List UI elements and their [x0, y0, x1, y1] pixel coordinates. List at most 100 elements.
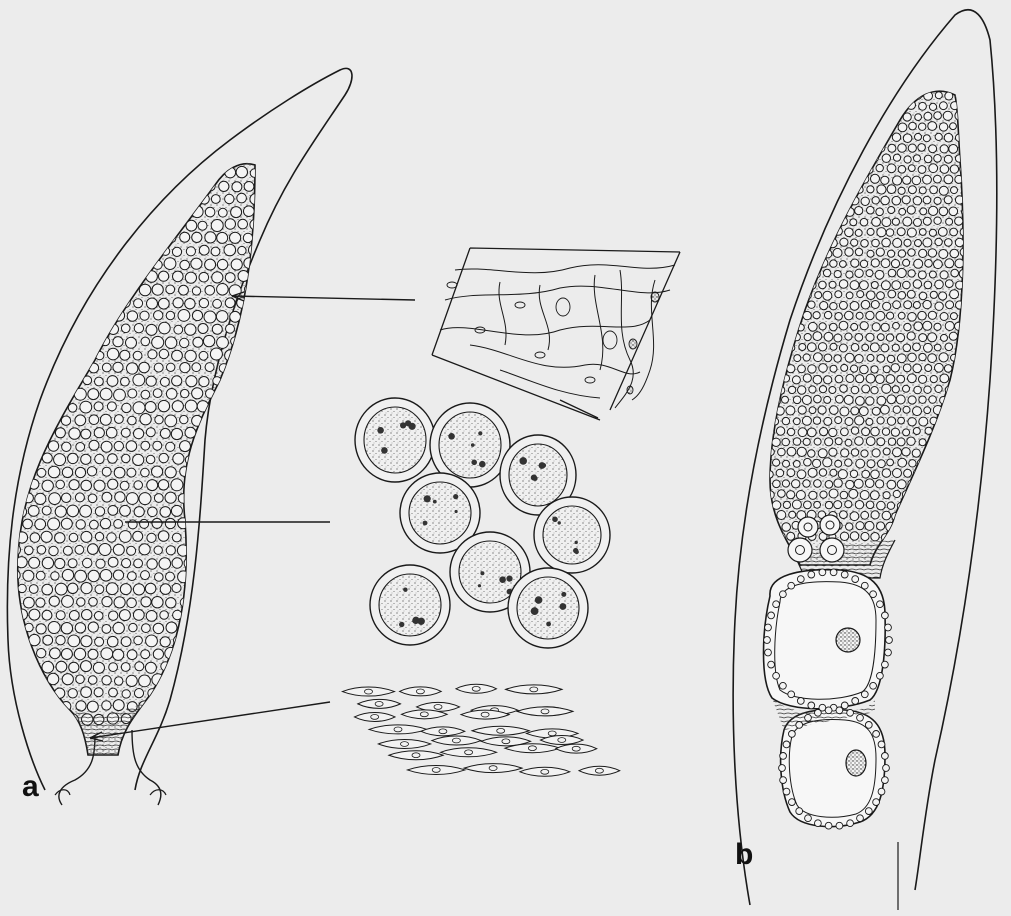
cell — [192, 232, 202, 242]
cell — [107, 636, 118, 647]
cell — [30, 454, 40, 464]
cell — [68, 404, 77, 413]
cell — [95, 532, 103, 540]
cell — [934, 112, 942, 120]
cell — [908, 270, 915, 277]
cell — [799, 112, 807, 120]
cell — [950, 522, 957, 529]
cell — [792, 376, 800, 384]
cell — [919, 417, 928, 426]
cell — [68, 689, 77, 698]
cell — [225, 350, 236, 361]
cell — [924, 491, 933, 500]
cell — [185, 324, 196, 335]
cell — [860, 281, 869, 290]
cell — [225, 583, 236, 594]
cell — [783, 208, 790, 215]
cell — [207, 598, 216, 607]
cell — [69, 194, 79, 204]
cell — [49, 259, 59, 269]
cell — [923, 175, 932, 184]
cell — [250, 427, 262, 439]
cell — [238, 481, 248, 491]
stalk-cell — [432, 736, 481, 745]
cell — [935, 302, 943, 310]
cell — [186, 636, 195, 645]
cell — [945, 513, 952, 520]
cell — [237, 193, 247, 203]
cell — [766, 322, 774, 330]
cell — [935, 238, 942, 245]
cell — [9, 363, 20, 374]
cell — [908, 418, 916, 426]
cell — [29, 609, 40, 620]
spore-cell — [355, 398, 435, 482]
wall-cell — [789, 799, 796, 806]
cell — [122, 403, 131, 412]
cell — [866, 437, 875, 446]
cell — [158, 400, 169, 411]
cell — [924, 407, 931, 414]
cell — [134, 636, 143, 645]
cell — [813, 375, 822, 384]
cell — [898, 123, 907, 132]
cell — [792, 480, 800, 488]
cell — [146, 635, 158, 647]
cell — [808, 238, 816, 246]
cell — [776, 427, 784, 435]
cell — [243, 544, 254, 555]
cell — [251, 298, 260, 307]
cell — [772, 208, 779, 215]
stalk-cell — [517, 707, 573, 716]
cell — [101, 310, 111, 320]
cell — [781, 312, 790, 321]
cell — [152, 518, 162, 528]
wall-cell — [865, 722, 872, 729]
wall-cell — [883, 765, 890, 772]
cell — [778, 322, 786, 330]
cell — [121, 637, 131, 647]
cell — [250, 194, 261, 205]
cell — [171, 428, 182, 439]
cell — [95, 507, 104, 516]
cell — [205, 363, 214, 372]
cell — [860, 218, 868, 226]
cell — [16, 401, 26, 411]
cell — [219, 572, 229, 582]
cell — [42, 402, 53, 413]
lower-nucleus — [846, 750, 866, 776]
cell — [940, 145, 948, 153]
cell — [193, 518, 203, 528]
cell — [55, 714, 64, 723]
cell — [81, 246, 93, 258]
cell — [153, 181, 162, 190]
cell — [114, 597, 125, 608]
cell — [773, 459, 780, 466]
cell — [792, 500, 801, 509]
cell — [68, 453, 78, 463]
stalk-cell — [441, 748, 497, 757]
cell — [250, 714, 260, 724]
cell — [804, 166, 811, 173]
wall-cell — [882, 661, 889, 668]
cell — [250, 687, 261, 698]
cell — [934, 323, 941, 330]
cell — [891, 364, 899, 372]
cell — [871, 511, 879, 519]
cell — [859, 407, 868, 416]
cell — [113, 700, 124, 711]
cell — [908, 186, 916, 194]
cell — [11, 312, 21, 322]
cell — [925, 260, 933, 268]
cell — [876, 480, 884, 488]
cell — [881, 259, 890, 268]
cell — [788, 261, 795, 268]
cell — [834, 479, 842, 487]
cell — [824, 311, 831, 318]
cell — [897, 228, 905, 236]
cell — [802, 144, 811, 153]
cell — [935, 385, 942, 392]
cell — [69, 428, 80, 439]
cell — [230, 467, 242, 479]
cell — [955, 365, 962, 372]
